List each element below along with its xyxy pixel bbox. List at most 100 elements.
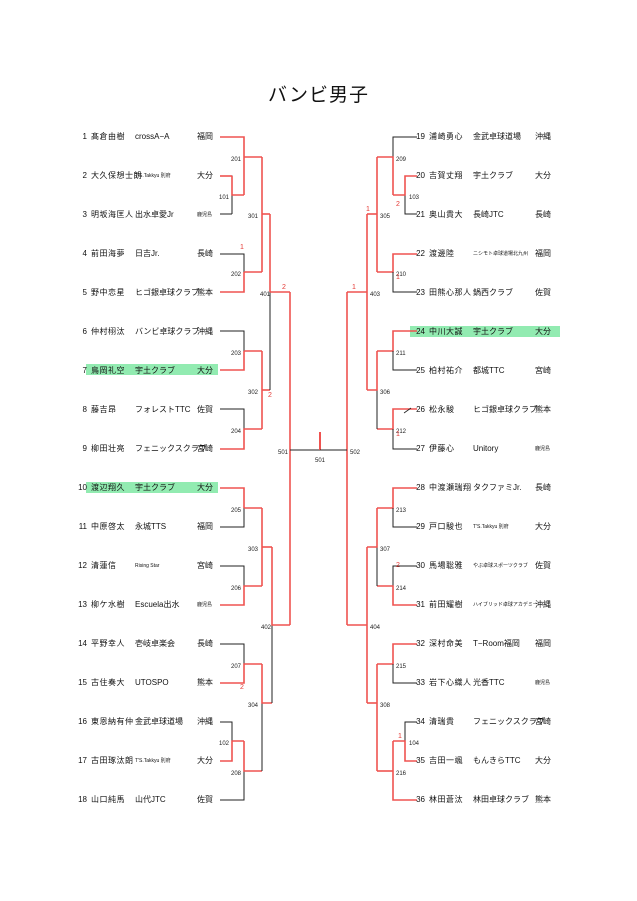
match-number: 211 [396, 351, 406, 357]
player-number: 9 [82, 444, 87, 453]
player-number: 30 [416, 561, 425, 570]
player-club: Unitory [473, 444, 499, 453]
score-mark: 1 [398, 733, 402, 740]
match-number: 205 [231, 508, 242, 514]
player-club: 出水卓愛Jr [135, 210, 174, 219]
match-number: 203 [231, 351, 242, 357]
player-prefecture: 熊本 [197, 288, 213, 297]
player-name: 清瑞貴 [429, 717, 455, 726]
player-prefecture: 佐賀 [535, 561, 551, 570]
player-number: 10 [78, 483, 87, 492]
player-name: 藤吉昂 [91, 405, 117, 414]
score-mark: 2 [268, 392, 272, 399]
player-name: 明坂海匡人 [91, 210, 134, 219]
player-club: 長崎JTC [473, 210, 504, 219]
match-number: 501 [315, 458, 326, 464]
player-name: 古田琢汰朗 [91, 756, 134, 765]
player-name: 仲村栩汰 [91, 327, 125, 336]
player-name: 馬場聡雅 [429, 561, 463, 570]
match-number: 104 [409, 741, 420, 747]
player-club: 宇土クラブ [135, 483, 175, 492]
player-club: 光香TTC [473, 678, 505, 687]
player-prefecture: 長崎 [535, 483, 551, 492]
player-name: 吉賀丈翔 [429, 171, 463, 180]
match-number: 206 [231, 586, 242, 592]
player-number: 12 [78, 561, 87, 570]
player-number: 24 [416, 327, 425, 336]
page-title: バンビ男子 [268, 85, 369, 106]
player-name: 渡辺翔久 [91, 483, 125, 492]
player-prefecture: 佐賀 [197, 405, 213, 414]
player-name: 野中恋星 [91, 288, 125, 297]
match-number: 401 [260, 292, 271, 298]
highlight-player-24 [410, 326, 560, 337]
player-name: 山口純馬 [91, 795, 125, 804]
player-prefecture: 沖縄 [197, 717, 213, 726]
player-number: 20 [416, 171, 425, 180]
match-number: 102 [219, 741, 230, 747]
player-prefecture: 宮崎 [197, 561, 213, 570]
player-number: 26 [416, 405, 425, 414]
player-name: 古住奏大 [91, 678, 125, 687]
player-name: 柳田壮亮 [91, 444, 125, 453]
player-club: ヒゴ銀卓球クラブ [473, 405, 537, 414]
player-name: 松永駿 [429, 405, 455, 414]
player-prefecture: 大分 [197, 483, 213, 492]
score-mark: 1 [352, 284, 356, 291]
score-mark: 1 [366, 206, 370, 213]
match-number: 307 [380, 547, 391, 553]
player-name: 前田耀樹 [429, 600, 463, 609]
player-name: 平野幸人 [91, 639, 125, 648]
score-mark: 1 [396, 274, 400, 281]
player-club: フェニックスクラブ [473, 717, 545, 726]
score-mark: 1 [396, 431, 400, 438]
player-name: 奥山貴大 [429, 210, 463, 219]
match-number: 215 [396, 664, 407, 670]
player-prefecture: 長崎 [197, 639, 213, 648]
score-mark: 2 [396, 201, 400, 208]
match-number: 216 [396, 771, 407, 777]
player-number: 2 [82, 171, 87, 180]
player-number: 21 [416, 210, 425, 219]
player-name: 伊藤心 [429, 444, 455, 453]
player-name: 中川大誠 [429, 327, 463, 336]
player-prefecture: 大分 [197, 366, 213, 375]
player-number: 23 [416, 288, 425, 297]
player-prefecture: 鹿児島 [197, 602, 213, 608]
match-number: 402 [261, 625, 272, 631]
player-prefecture: 長崎 [535, 210, 551, 219]
player-name: 林田蒼汰 [429, 795, 463, 804]
player-club: T'S.Takkyu 別府 [135, 173, 171, 179]
player-number: 6 [82, 327, 87, 336]
player-name: 渡邊陸 [429, 249, 455, 258]
player-name: 中渡瀬瑞翔 [429, 483, 472, 492]
player-club: Escuela出水 [135, 600, 180, 609]
score-mark: 2 [396, 562, 400, 569]
player-prefecture: 沖縄 [197, 327, 213, 336]
player-prefecture: 宮崎 [197, 444, 213, 453]
player-club: 鍋西クラブ [473, 288, 513, 297]
player-number: 27 [416, 444, 425, 453]
player-prefecture: 長崎 [197, 249, 213, 258]
match-number: 214 [396, 586, 407, 592]
player-prefecture: 大分 [535, 327, 551, 336]
player-name: 大久保想士朗 [91, 171, 142, 180]
highlight-player-10 [86, 482, 218, 493]
player-name: 清蓮信 [91, 561, 117, 570]
